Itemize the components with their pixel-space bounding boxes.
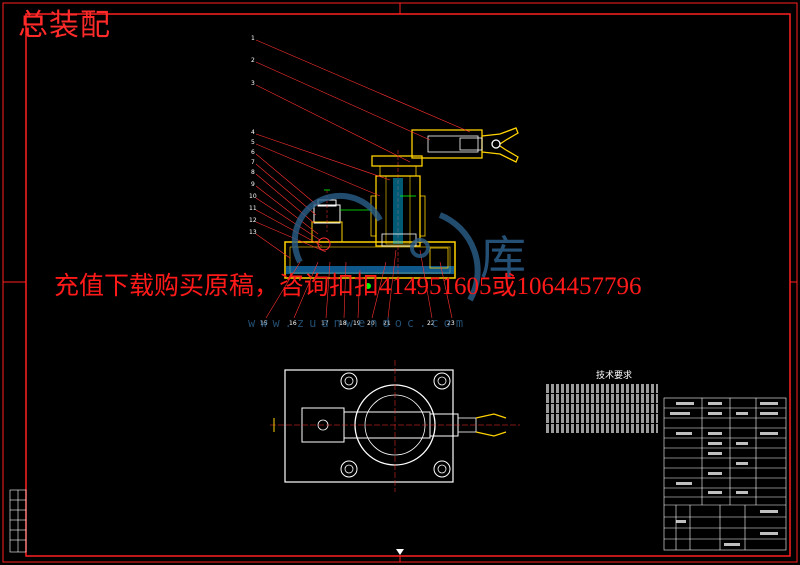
callout-label: 3: [251, 80, 255, 87]
bom-cell-texts: [670, 402, 778, 546]
watermark-logo-char: 库: [480, 231, 526, 285]
watermark-url: www.zuanwendoc.com: [248, 316, 469, 330]
callout-label: 18: [339, 320, 347, 327]
callout-label: 1: [251, 35, 255, 42]
inner-frame: [25, 13, 791, 557]
gripper: [481, 127, 519, 163]
callout-label: 19: [353, 320, 361, 327]
base-housing: [284, 241, 456, 279]
callout-label: 9: [251, 181, 255, 188]
note-line: [546, 424, 658, 433]
bom-title-block: [663, 397, 787, 551]
callout-label: 17: [321, 320, 329, 327]
leader-lines-top: [255, 39, 471, 259]
leader-lines-bottom: [265, 249, 453, 319]
callout-numbers-bottom: 15 16 17 18 19 20 21 22 23: [260, 320, 455, 327]
note-line: [546, 384, 658, 393]
callout-label: 10: [249, 193, 257, 200]
callout-label: 15: [260, 320, 268, 327]
orientation-mark: [396, 549, 404, 555]
upper-arm: [411, 129, 483, 159]
callout-label: 22: [427, 320, 435, 327]
note-line: [546, 404, 658, 413]
callout-label: 23: [447, 320, 455, 327]
callout-label: 7: [251, 159, 255, 166]
dimension-lines: [324, 189, 416, 211]
centering-marks: [3, 3, 797, 562]
callout-label: 20: [367, 320, 375, 327]
callout-label: 13: [249, 229, 257, 236]
callout-label: 11: [249, 205, 257, 212]
left-sign-strip: [9, 489, 27, 553]
callout-numbers-top: 1 2 3 4 5 6 7 8 9 10 11 12 13: [249, 35, 257, 236]
callout-label: 4: [251, 129, 255, 136]
top-view: [270, 360, 520, 492]
lead-screw: [393, 178, 403, 244]
technical-requirements-notes: [546, 384, 658, 434]
base-plate: [284, 369, 454, 483]
callout-label: 21: [383, 320, 391, 327]
callout-label: 6: [251, 149, 255, 156]
technical-requirements-title: 技术要求: [596, 371, 633, 381]
callout-label: 16: [289, 320, 297, 327]
callout-label: 2: [251, 57, 255, 64]
note-line: [546, 394, 658, 403]
callout-label: 8: [251, 169, 255, 176]
callout-label: 5: [251, 139, 255, 146]
watermark-contact-text: 充值下载购买原稿，咨询扣扣414951605或1064457796: [54, 273, 642, 300]
watermark-logo: [291, 192, 481, 302]
note-line: [546, 414, 658, 423]
drawing-title: 总装配: [18, 8, 111, 43]
callout-label: 12: [249, 217, 257, 224]
